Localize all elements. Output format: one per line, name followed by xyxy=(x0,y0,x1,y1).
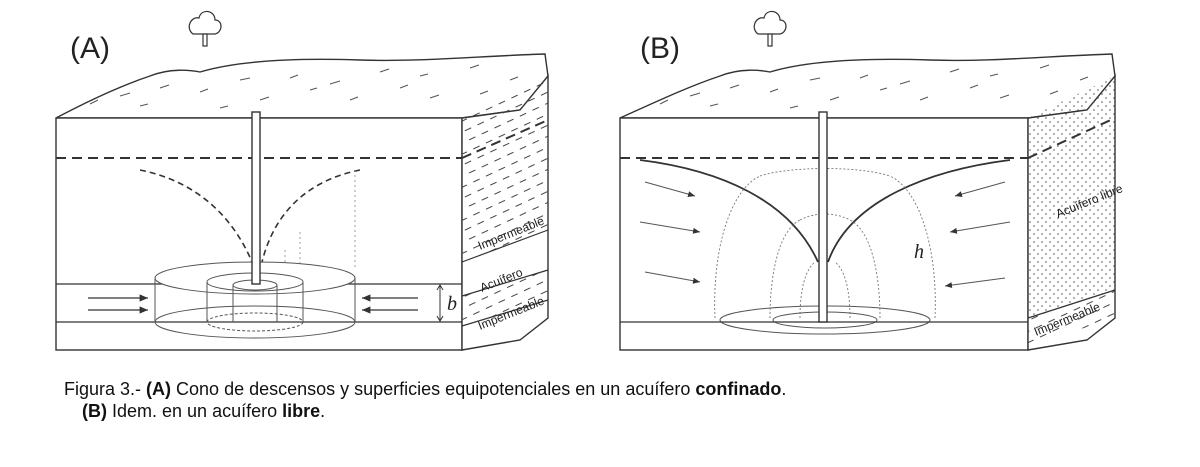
caption-a-text: Cono de descensos y superficies equipote… xyxy=(171,379,696,399)
thickness-dimension xyxy=(436,284,444,322)
caption-libre: libre xyxy=(282,401,321,421)
caption-b-marker: (B) xyxy=(82,401,107,421)
caption-line-2: (B) Idem. en un acuífero libre. xyxy=(64,400,1164,422)
tree-icon xyxy=(188,10,222,47)
caption-b-text: Idem. en un acuífero xyxy=(107,401,283,421)
panel-a-letter: (A) xyxy=(70,32,110,65)
tree-icon xyxy=(753,10,787,47)
ground-surface xyxy=(55,53,549,119)
ground-surface xyxy=(619,53,1116,119)
panel-a: (A) Impermeable Acuífero Impermeable xyxy=(55,10,549,351)
well-pipe xyxy=(251,111,261,285)
ground-texture xyxy=(89,64,519,109)
caption-a-marker: (A) xyxy=(146,379,172,399)
cone-of-depression xyxy=(139,169,361,263)
caption-prefix: Figura 3.- xyxy=(64,379,147,399)
thickness-symbol: b xyxy=(447,293,457,315)
panel-b: (B) Acuífero libre Impermeable xyxy=(619,10,1125,351)
caption-confinado: confinado xyxy=(695,379,782,399)
caption-b-end: . xyxy=(320,401,326,421)
panel-b-letter: (B) xyxy=(640,32,680,65)
head-symbol: h xyxy=(914,241,924,263)
caption-line-1: Figura 3.- (A) Cono de descensos y super… xyxy=(64,378,1164,400)
figure-caption: Figura 3.- (A) Cono de descensos y super… xyxy=(64,378,1164,422)
well-pipe xyxy=(818,111,828,323)
caption-a-end: . xyxy=(781,379,787,399)
cone-of-depression xyxy=(639,159,1011,263)
flow-arrows-right xyxy=(944,181,1011,289)
flow-arrows-left xyxy=(639,181,701,284)
flow-arrows-right xyxy=(362,294,418,314)
flow-arrows-left xyxy=(88,294,148,314)
ground-texture xyxy=(659,64,1089,109)
